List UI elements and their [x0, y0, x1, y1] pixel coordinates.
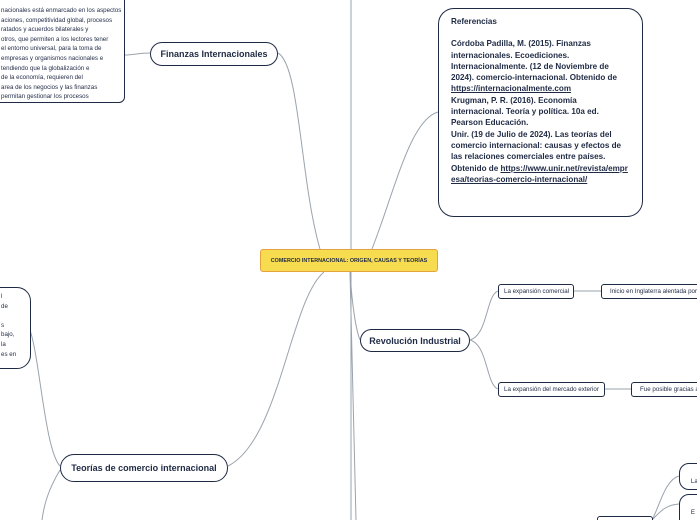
expansion-comercial-detail[interactable]: Inicio en Inglaterra alentada por — [601, 284, 697, 299]
referencias-heading: Referencias — [451, 17, 497, 26]
link-rev-child1 — [469, 290, 499, 341]
link-rev-child2 — [469, 339, 499, 390]
finanzas-description-box: nacionales está enmarcado en los aspecto… — [0, 0, 125, 103]
expansion-mercado-exterior-node[interactable]: La expansión del mercado exterior — [498, 382, 605, 397]
link-central-finanzas — [277, 52, 321, 250]
link-bottom-right-2 — [651, 503, 680, 520]
reference-entry-1: Córdoba Padilla, M. (2015). Finanzas int… — [451, 39, 617, 94]
link-teorias-desc — [29, 329, 61, 467]
reference-link-1[interactable]: https://internacionalmente.com — [451, 84, 572, 94]
revolucion-industrial-node[interactable]: Revolución Industrial — [360, 329, 470, 352]
link-central-teorias — [227, 271, 325, 467]
reference-entry-3: Unir. (19 de Julio de 2024). Las teorías… — [451, 129, 628, 184]
link-finanzas-desc — [124, 52, 151, 56]
bottom-right-tag[interactable] — [597, 516, 653, 520]
reference-entry-2: Krugman, P. R. (2016). Economía internac… — [451, 95, 599, 128]
finanzas-internacionales-node[interactable]: Finanzas Internacionales — [150, 42, 278, 66]
expansion-mercado-detail[interactable]: Fue posible gracias a — [631, 382, 697, 397]
expansion-comercial-node[interactable]: La expansión comercial — [498, 284, 574, 299]
link-teorias-down — [41, 469, 61, 520]
link-central-bottom — [349, 271, 357, 520]
link-bottom-right-1 — [651, 475, 680, 520]
reference-link-3[interactable]: https://www.unir.net/revista/empresa/teo… — [451, 163, 628, 184]
teorias-description-box: l de s bajo, la es en — [0, 287, 31, 369]
central-topic[interactable]: COMERCIO INTERNACIONAL: ORIGEN, CAUSAS Y… — [260, 249, 438, 272]
bottom-right-box-2: E v — [679, 494, 697, 520]
teorias-comercio-node[interactable]: Teorías de comercio internacional — [60, 454, 228, 482]
bottom-right-box-1: La el — [679, 463, 697, 490]
link-central-referencias — [371, 111, 439, 250]
referencias-box: Referencias Córdoba Padilla, M. (2015). … — [438, 8, 643, 217]
